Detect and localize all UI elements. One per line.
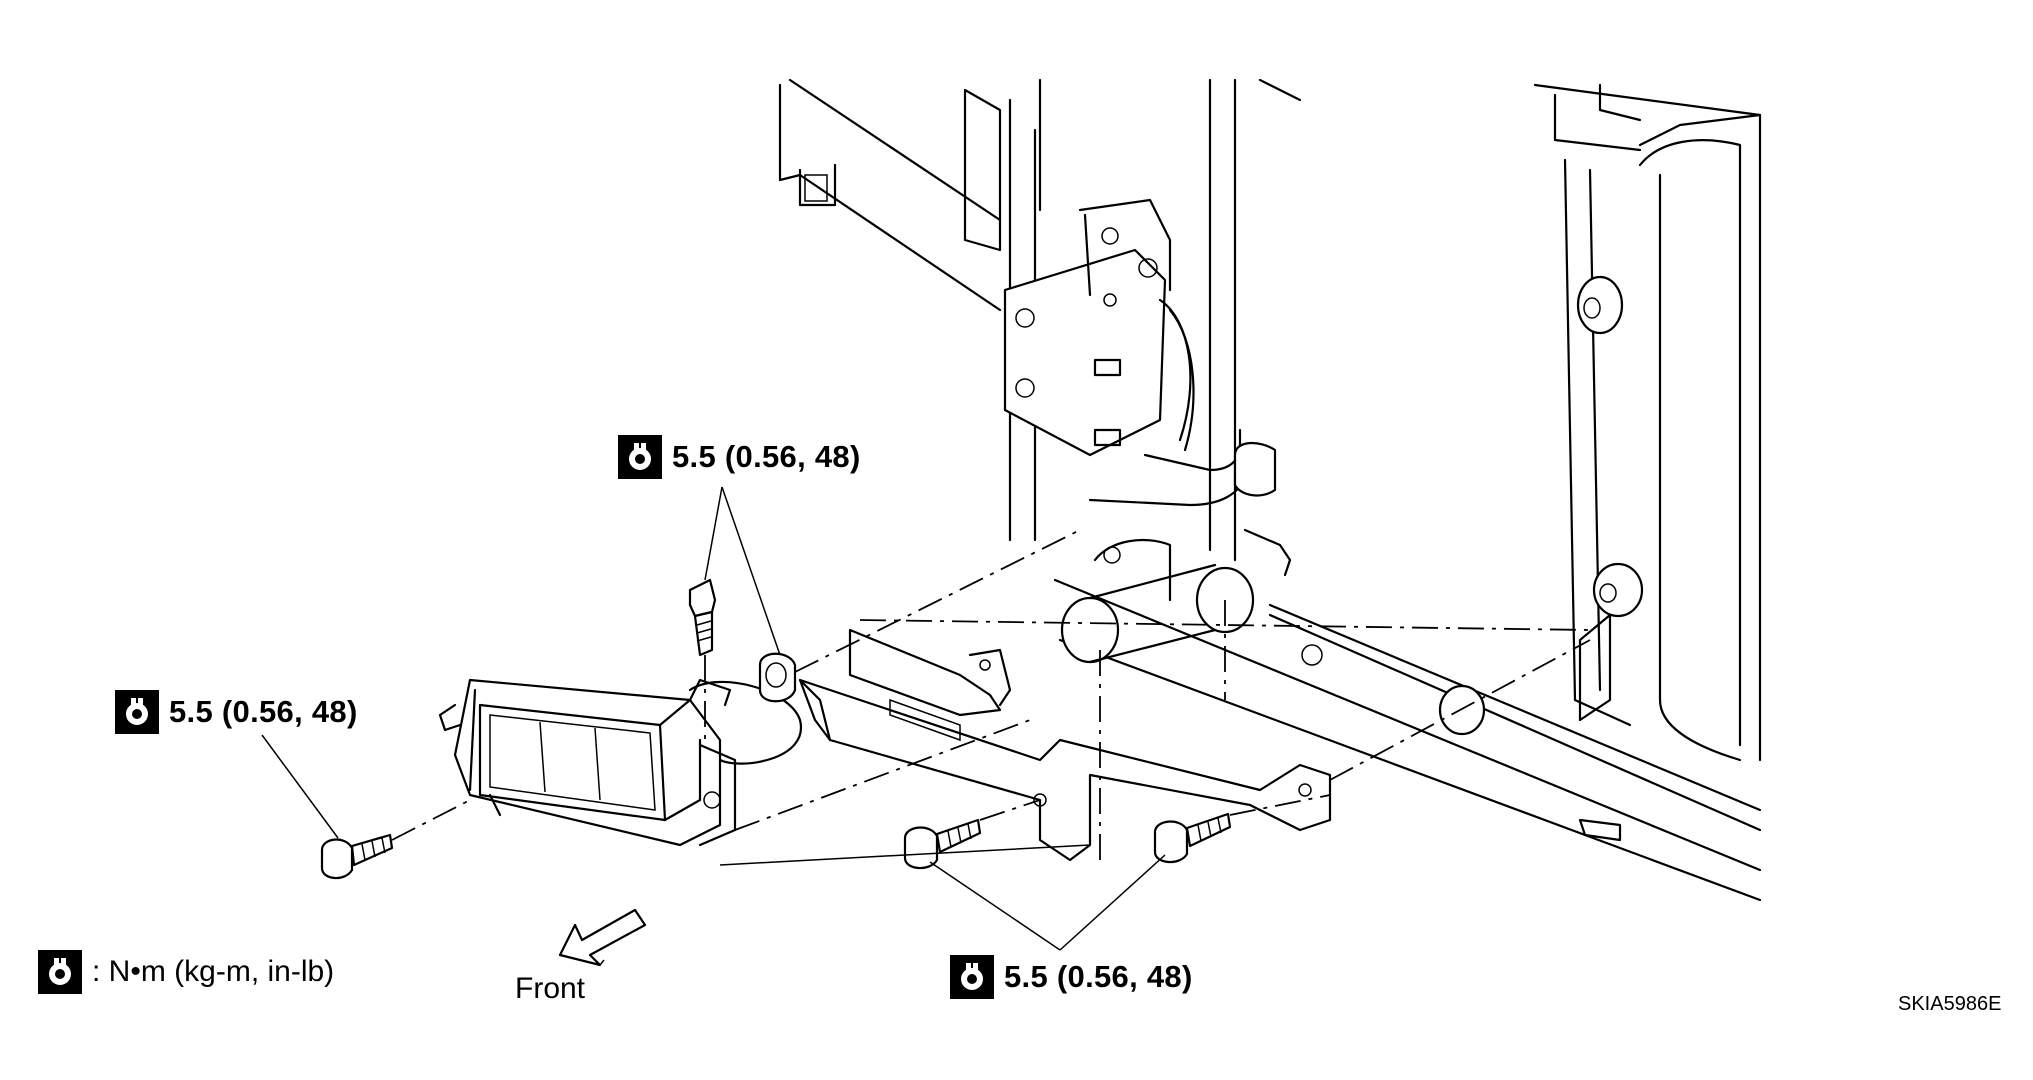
fog-lamp-assembly — [438, 678, 803, 847]
torque-wrench-icon — [618, 435, 662, 479]
torque-callout-top: 5.5 (0.56, 48) — [618, 435, 861, 479]
fog-lamp-bracket — [798, 628, 1332, 862]
mounting-bracket-assembly — [1003, 198, 1292, 602]
flange-nut — [758, 652, 797, 703]
units-legend-text: : N•m (kg-m, in-lb) — [92, 955, 335, 988]
torque-wrench-icon — [950, 955, 994, 999]
torque-callout-bracket: 5.5 (0.56, 48) — [950, 955, 1193, 999]
units-legend: : N•m (kg-m, in-lb) — [38, 950, 334, 994]
reference-code: SKIA5986E — [1898, 993, 2002, 1015]
torque-wrench-icon — [38, 950, 82, 994]
front-direction-arrow — [558, 908, 647, 967]
bracket-bolt-left — [903, 818, 982, 870]
lamp-bolt — [320, 833, 394, 880]
torque-value: 5.5 (0.56, 48) — [672, 439, 861, 474]
torque-callout-lamp: 5.5 (0.56, 48) — [115, 690, 358, 734]
top-bolt — [688, 578, 717, 657]
torque-wrench-icon — [115, 690, 159, 734]
bracket-bolt-right — [1153, 812, 1232, 864]
vehicle-frame-structure — [778, 78, 1762, 902]
torque-value: 5.5 (0.56, 48) — [1004, 959, 1193, 994]
leader-and-centerlines — [261, 486, 1591, 951]
torque-value: 5.5 (0.56, 48) — [169, 694, 358, 729]
bolts-and-nut — [320, 578, 1232, 880]
front-label: Front — [515, 972, 586, 1005]
